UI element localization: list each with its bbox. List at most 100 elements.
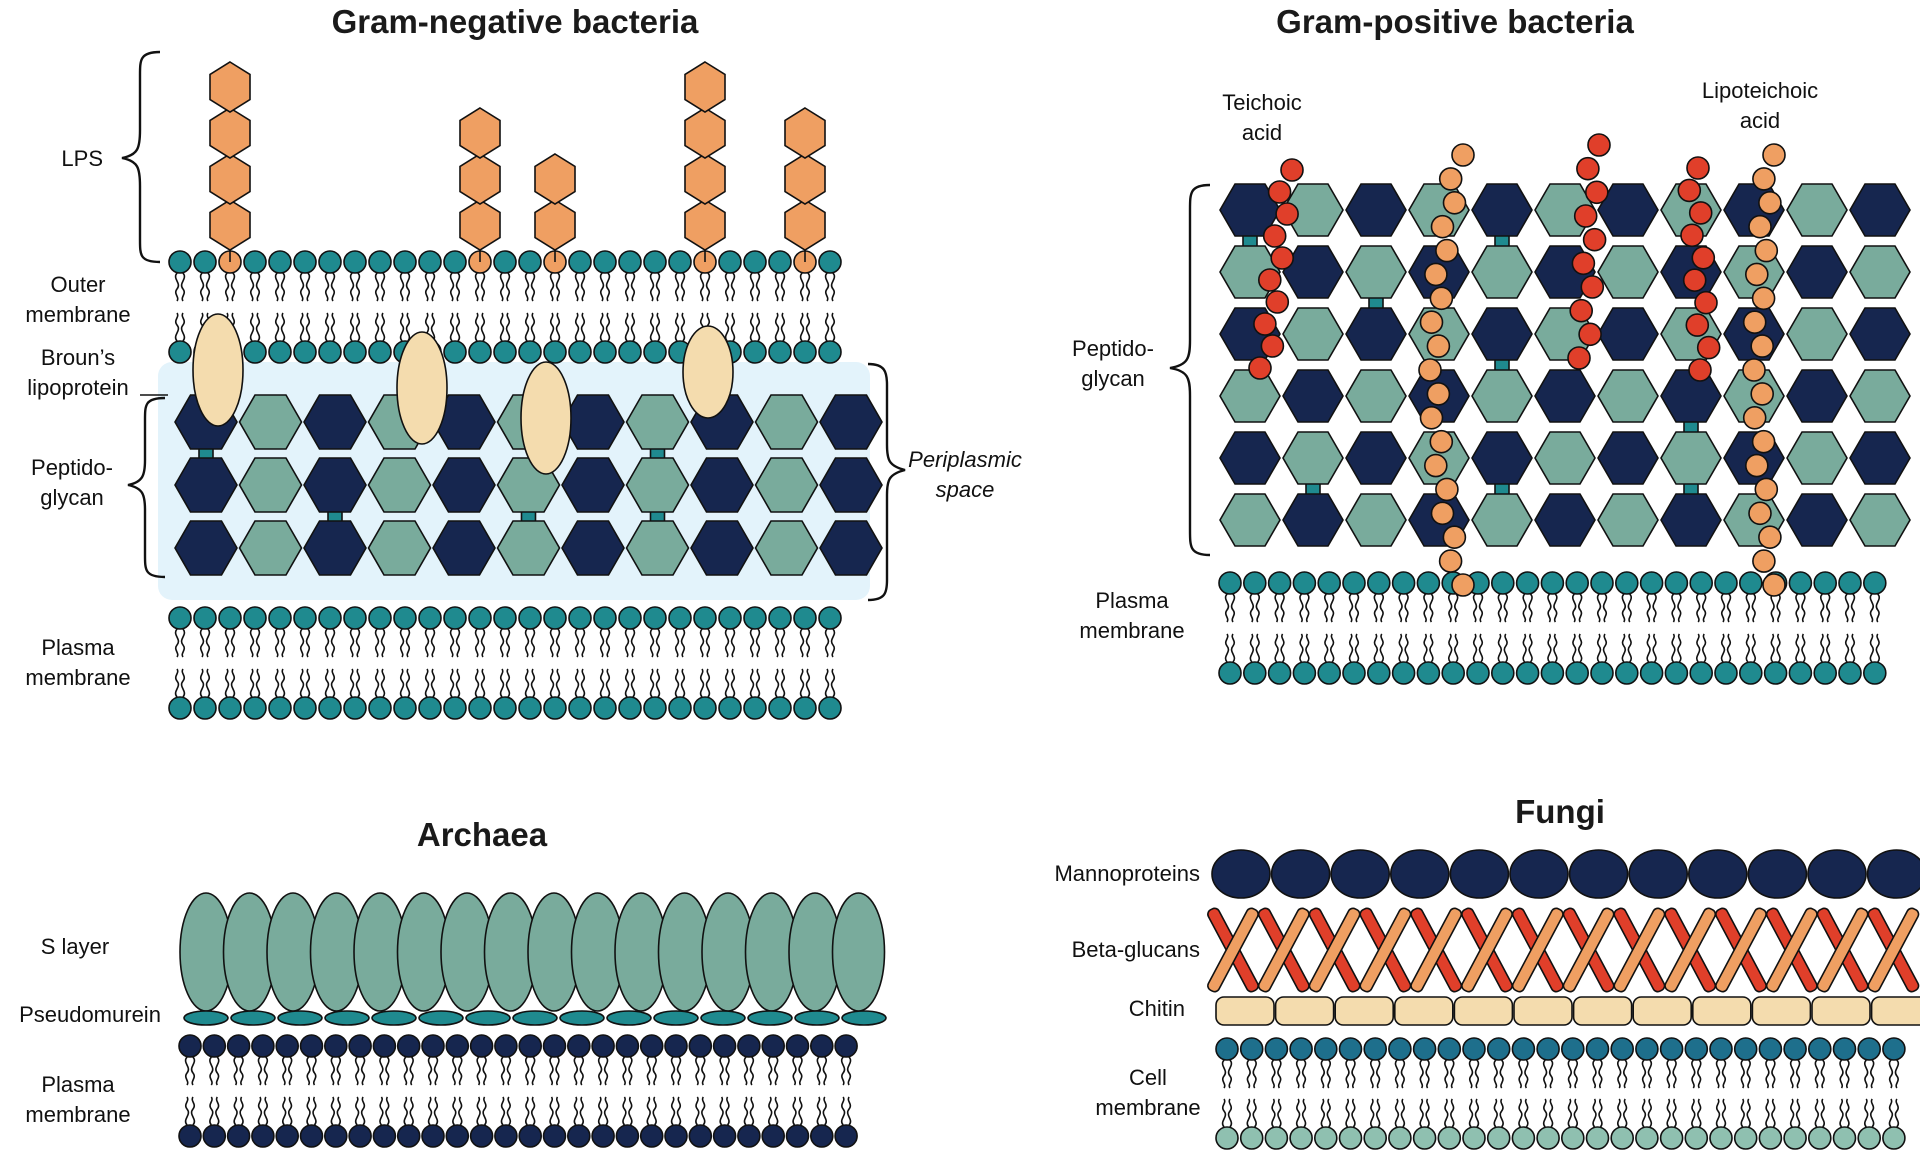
lipid-tail	[1497, 633, 1503, 663]
lipid-tail	[799, 272, 805, 302]
lipid-tail	[1274, 633, 1279, 663]
phospholipid-head	[396, 1034, 421, 1058]
lipoteichoic-acid-residue	[1426, 382, 1451, 406]
lipid-tail	[773, 1056, 779, 1086]
phospholipid-head	[591, 1124, 615, 1148]
lipid-tail	[1553, 633, 1558, 663]
lipid-tail	[1400, 1059, 1406, 1089]
lipid-tail	[579, 1056, 585, 1086]
lipid-tail	[730, 668, 736, 698]
teichoic-acid-chains	[1248, 133, 1786, 597]
lipid-tail	[499, 628, 505, 658]
phospholipid-head	[421, 1124, 445, 1148]
phospholipid-head	[1215, 1126, 1239, 1150]
phospholipid-head	[493, 696, 517, 720]
lipid-tail	[1602, 633, 1608, 663]
phospholipid-head	[343, 696, 367, 720]
beta-glucan-strand	[1410, 907, 1463, 993]
lipid-tail	[1369, 1059, 1375, 1089]
lipid-tail	[599, 272, 605, 302]
lipid-tail	[1646, 593, 1651, 623]
phospholipid-head	[1664, 661, 1689, 685]
lipid-tail	[1646, 633, 1651, 663]
lipid-tail	[405, 668, 411, 698]
peptidoglycan-unit	[1597, 369, 1659, 423]
phospholipid-head	[1367, 571, 1391, 595]
lipid-tail	[399, 668, 405, 698]
peptidoglycan-unit	[1345, 245, 1407, 299]
lps-sugar-unit	[459, 153, 501, 205]
phospholipid-head	[1511, 1126, 1536, 1150]
mannoprotein	[1628, 849, 1688, 899]
peptidoglycan-unit	[1282, 245, 1344, 299]
lipoteichoic-acid-residue	[1762, 573, 1786, 597]
lps-sugar-unit	[684, 199, 726, 251]
lipid-tail	[1825, 633, 1831, 663]
lipid-tail	[1751, 593, 1757, 623]
lipid-tail	[424, 668, 430, 698]
lipid-tail	[555, 1056, 560, 1086]
lipid-tail	[624, 312, 630, 342]
phospholipid-head	[218, 606, 242, 630]
teichoic-acid-residue	[1688, 201, 1713, 225]
phospholipid-head	[418, 696, 442, 720]
lipid-tail	[1697, 1059, 1702, 1089]
gram-negative-plasma-membrane-label-1: Plasma	[41, 635, 115, 660]
phospholipid-head	[494, 1124, 518, 1148]
lipid-tail	[403, 1056, 408, 1086]
lipid-tail	[385, 1056, 390, 1086]
lipid-tail	[374, 272, 380, 302]
lipid-tail	[255, 272, 261, 302]
lipoteichoic-acid-residue	[1751, 429, 1776, 454]
phospholipid-head	[1388, 1037, 1412, 1061]
phospholipid-head	[393, 606, 417, 630]
phospholipid-head	[202, 1124, 227, 1148]
lipid-tail	[1419, 1059, 1424, 1089]
phospholipid-head	[518, 1034, 543, 1058]
lipoteichoic-acid-residue	[1424, 262, 1448, 287]
phospholipid-head	[393, 696, 417, 720]
phospholipid-head	[1437, 1037, 1462, 1061]
lipid-tail	[549, 312, 555, 342]
lipid-tail	[524, 1096, 530, 1126]
lipid-tail	[330, 628, 336, 658]
lipid-tail	[730, 312, 736, 342]
lipid-tail	[530, 1056, 536, 1086]
lipid-tail	[349, 312, 355, 342]
phospholipid-head	[1314, 1126, 1338, 1150]
lipid-tail	[1671, 633, 1676, 663]
phospholipid-head	[1783, 1037, 1807, 1061]
peptidoglycan-unit	[1849, 493, 1911, 547]
lipid-tail	[1227, 1098, 1233, 1128]
peptidoglycan-unit	[367, 520, 432, 576]
teichoic-acid-residue	[1694, 290, 1718, 315]
phospholipid-head	[469, 1034, 494, 1058]
lipid-tail	[1447, 633, 1453, 663]
pseudomurein-unit	[653, 1010, 699, 1026]
lipid-tail	[599, 668, 605, 698]
lipid-tail	[474, 628, 480, 658]
lipid-tail	[1795, 1059, 1801, 1089]
lipid-tail	[1320, 1098, 1326, 1128]
lipid-tail	[1875, 633, 1881, 663]
lipid-tail	[1819, 633, 1825, 663]
phospholipid-head	[343, 340, 367, 364]
lipid-tail	[1598, 1059, 1603, 1089]
lipid-tail	[249, 668, 255, 698]
lipid-tail	[580, 628, 586, 658]
lipoteichoic-acid-residue	[1430, 214, 1455, 239]
lipid-tail	[1875, 593, 1881, 623]
lipid-tail	[209, 1056, 214, 1086]
lipid-tail	[1503, 593, 1509, 623]
lipid-tail	[822, 1056, 828, 1086]
phospholipid-head	[443, 606, 467, 630]
lipoteichoic-acid-residue	[1451, 573, 1475, 597]
phospholipid-head	[168, 696, 192, 720]
gram-negative-plasma-membrane-label-2: membrane	[25, 665, 130, 690]
lipid-tail	[1740, 1098, 1745, 1128]
lipoteichoic-acid-residue	[1758, 191, 1782, 215]
phospholipid-head	[443, 250, 467, 274]
lipid-tail	[280, 628, 286, 658]
lipoteichoic-acid-residue	[1426, 334, 1451, 358]
phospholipid-head	[1639, 571, 1664, 595]
